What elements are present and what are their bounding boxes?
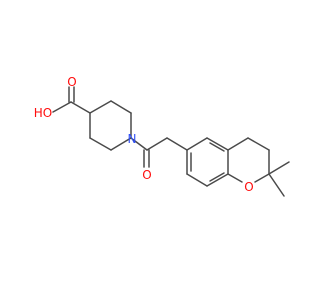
bond-pyran-c4-c3 xyxy=(247,137,270,151)
bond-ar-inner-b xyxy=(209,142,225,152)
bond-acid-c-ring xyxy=(70,101,91,114)
atom-o-acid-carbonyl: O xyxy=(67,75,76,89)
bond-acid-c-oh xyxy=(52,101,72,113)
bond-methyl-down xyxy=(268,173,285,197)
structure-canvas: O HO N O O xyxy=(34,75,290,197)
bond-ar-1-2 xyxy=(186,137,208,151)
bond-pip-c6-c5 xyxy=(89,137,112,151)
bond-ar-5-6 xyxy=(186,173,208,187)
molecule-drawing: O HO N O O xyxy=(34,75,290,197)
bond-ar-inner-c xyxy=(209,172,225,182)
bond-pyran-c4a-c4 xyxy=(227,137,249,151)
atom-oh-acid: HO xyxy=(34,106,52,120)
atom-o-amide: O xyxy=(142,168,151,182)
bond-pip-n-c6 xyxy=(110,137,132,151)
bond-ch2-aryl xyxy=(166,137,188,151)
bond-carbonyl-ch2 xyxy=(146,137,168,151)
bond-ar-2-3 xyxy=(206,137,229,151)
bond-pip-c3-c2 xyxy=(110,100,132,114)
atom-n-piperidine: N xyxy=(128,132,137,146)
bond-pip-c4-c3 xyxy=(89,100,112,114)
bond-pyran-c2-o xyxy=(254,173,270,183)
bond-methyl-right xyxy=(268,161,290,175)
bond-n-carbonyl xyxy=(130,137,148,151)
bonds xyxy=(52,86,290,197)
atom-o-chroman: O xyxy=(244,180,253,194)
bond-pyran-o-c8a xyxy=(227,173,243,183)
bond-ar-4-5 xyxy=(206,173,229,187)
atom-labels: O HO N O O xyxy=(34,75,254,194)
